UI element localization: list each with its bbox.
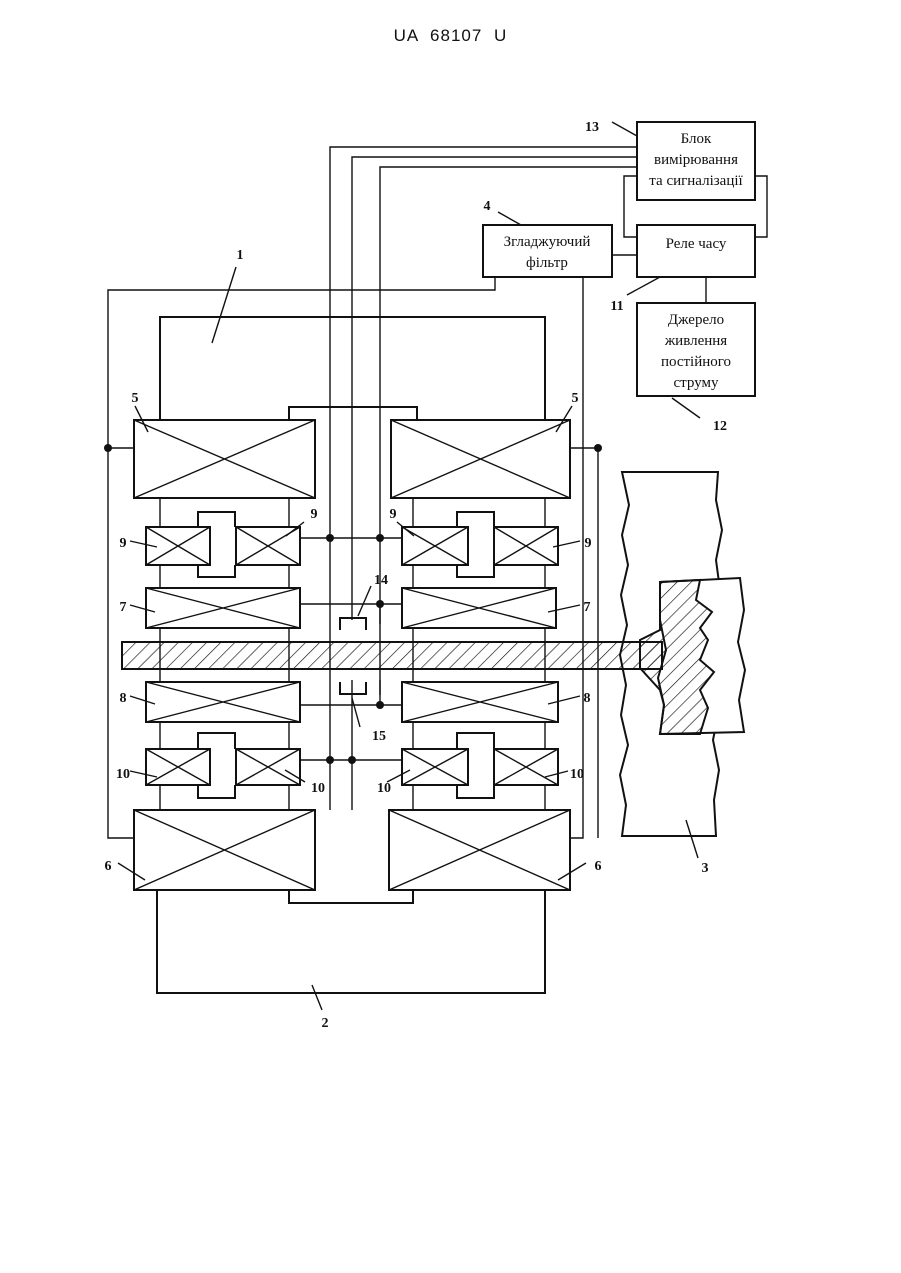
ref-6-left: 6 bbox=[105, 859, 112, 874]
power-block-line4: струму bbox=[674, 375, 719, 391]
ref-2: 2 bbox=[322, 1016, 329, 1031]
ref-10-left-inner: 10 bbox=[311, 781, 325, 796]
measurement-block-line3: та сигналізації bbox=[649, 173, 743, 189]
ref-11: 11 bbox=[610, 299, 623, 314]
ref-12: 12 bbox=[713, 419, 727, 434]
ref-9-right-inner: 9 bbox=[390, 507, 397, 522]
ref-14: 14 bbox=[374, 573, 388, 588]
relay-block-label: Реле часу bbox=[666, 236, 727, 252]
power-block-line3: постійного bbox=[661, 354, 731, 370]
ref-10-right-outer: 10 bbox=[570, 767, 584, 782]
measurement-block-line2: вимірювання bbox=[654, 152, 738, 168]
filter-block-line2: фільтр bbox=[526, 255, 568, 271]
ref-1: 1 bbox=[237, 248, 244, 263]
ref-8-right: 8 bbox=[584, 691, 591, 706]
inner-core-top bbox=[289, 407, 417, 420]
ref-9-left-inner: 9 bbox=[311, 507, 318, 522]
ref-5-left: 5 bbox=[132, 391, 139, 406]
ref-9-left-outer: 9 bbox=[120, 536, 127, 551]
ref-10-left-outer: 10 bbox=[116, 767, 130, 782]
ref-9-right-outer: 9 bbox=[585, 536, 592, 551]
ref-8-left: 8 bbox=[120, 691, 127, 706]
ref-5-right: 5 bbox=[572, 391, 579, 406]
ref-3: 3 bbox=[702, 861, 709, 876]
ref-7-right: 7 bbox=[584, 600, 591, 615]
ref-13: 13 bbox=[585, 120, 599, 135]
inner-core-bottom bbox=[289, 890, 413, 903]
ref-4: 4 bbox=[484, 199, 491, 214]
ref-15: 15 bbox=[372, 729, 386, 744]
power-block-line2: живлення bbox=[664, 333, 727, 349]
ref-6-right: 6 bbox=[595, 859, 602, 874]
ref-10-right-inner: 10 bbox=[377, 781, 391, 796]
power-block-line1: Джерело bbox=[668, 312, 724, 328]
hatched-shaft bbox=[122, 642, 662, 669]
measurement-block-line1: Блок bbox=[681, 131, 712, 147]
lower-yoke bbox=[157, 890, 545, 993]
ref-7-left: 7 bbox=[120, 600, 127, 615]
filter-block-line1: Згладжуючий bbox=[504, 234, 591, 250]
